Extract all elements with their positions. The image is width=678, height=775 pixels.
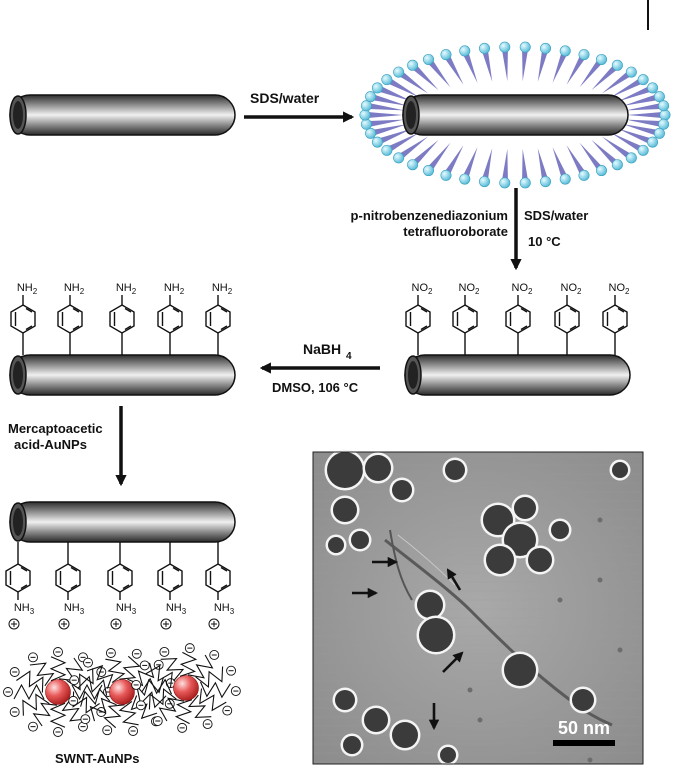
surfactant-head: [579, 170, 589, 180]
step2-reagent-line1: p-nitrobenzenediazonium: [351, 208, 508, 223]
gold-nanoparticle-layer: [4, 644, 241, 737]
surfactant-head: [612, 159, 622, 169]
surfactant-head: [423, 165, 433, 175]
step2-reagent-right2: 10 °C: [528, 234, 561, 249]
surfactant-head: [460, 174, 470, 184]
step4-reagent-line1: Mercaptoacetic: [8, 421, 103, 436]
surfactant-head: [500, 178, 510, 188]
surfactant-head: [361, 119, 371, 129]
amine-group: NH2: [212, 282, 233, 296]
step3-reagent-top: NaBH: [303, 341, 341, 357]
amine-group: NH2: [17, 282, 38, 296]
scale-bar: [553, 740, 615, 746]
nitro-group: NO2: [412, 282, 434, 296]
nitro-group: NO2: [609, 282, 631, 296]
surfactant-head: [360, 110, 370, 120]
ammonium-group: NH3: [14, 602, 35, 616]
surfactant-head: [407, 159, 417, 169]
ammonium-group: NH3: [64, 602, 85, 616]
surfactant-head: [579, 49, 589, 59]
surfactant-head: [560, 174, 570, 184]
step2-reagent-right1: SDS/water: [524, 208, 588, 223]
amine-group: NH2: [116, 282, 137, 296]
afm-micrograph: 50 nm: [313, 450, 643, 766]
amine-group: NH2: [164, 282, 185, 296]
surfactant-head: [560, 46, 570, 56]
nitro-functionalized-nanotube: NO2 NO2 NO2 NO2 NO2: [406, 282, 630, 355]
surfactant-head: [407, 60, 417, 70]
surfactant-head: [500, 42, 510, 52]
surfactant-head: [654, 128, 664, 138]
scale-bar-label: 50 nm: [558, 718, 610, 738]
amine-tube: [10, 355, 235, 395]
surfactant-head: [638, 145, 648, 155]
surfactant-head: [479, 176, 489, 186]
surfactant-head: [647, 137, 657, 147]
surfactant-head: [372, 83, 382, 93]
surfactant-head: [540, 43, 550, 53]
surfactant-head: [647, 83, 657, 93]
surfactant-head: [393, 153, 403, 163]
step3-reagent-sub: 4: [346, 351, 352, 362]
step2-reagent-line2: tetrafluoroborate: [403, 224, 508, 239]
nitro-tube: [405, 355, 630, 395]
surfactant-head: [626, 153, 636, 163]
pristine-nanotube: [10, 95, 235, 135]
surfactant-head: [612, 60, 622, 70]
gold-nanoparticle: [174, 676, 199, 701]
surfactant-head: [596, 165, 606, 175]
surfactant-head: [382, 74, 392, 84]
surfactant-tail: [365, 112, 403, 118]
amine-group: NH2: [64, 282, 85, 296]
surfactant-head: [441, 49, 451, 59]
nitro-group: NO2: [561, 282, 583, 296]
surfactant-tail: [627, 112, 665, 118]
ammonium-group: NH3: [166, 602, 187, 616]
surfactant-head: [393, 67, 403, 77]
ammonium-group: NH3: [116, 602, 137, 616]
surfactant-head: [660, 110, 670, 120]
surfactant-head: [540, 176, 550, 186]
surfactant-head: [382, 145, 392, 155]
surfactant-head: [365, 91, 375, 101]
surfactant-head: [460, 46, 470, 56]
amine-functionalized-nanotube: NH2 NH2 NH2 NH2 NH2: [11, 282, 233, 355]
ammonium-group: NH3: [214, 602, 235, 616]
surfactant-head: [638, 74, 648, 84]
step3-reagent-bottom: DMSO, 106 °C: [272, 380, 359, 395]
surfactant-head: [441, 170, 451, 180]
micelle-tube: [403, 95, 628, 135]
gold-nanoparticle: [110, 680, 135, 705]
gold-nanoparticle: [46, 680, 71, 705]
surfactant-head: [596, 54, 606, 64]
surfactant-head: [479, 43, 489, 53]
surfactant-head: [658, 101, 668, 111]
ammonium-groups: NH3 NH3 NH3 NH3 NH3: [6, 542, 235, 629]
product-tube: [10, 502, 235, 542]
surfactant-head: [372, 137, 382, 147]
nitro-group: NO2: [512, 282, 534, 296]
step4-reagent-line2: acid-AuNPs: [14, 437, 87, 452]
nitro-group: NO2: [459, 282, 481, 296]
surfactant-head: [626, 67, 636, 77]
step1-reagent: SDS/water: [250, 90, 320, 106]
surfactant-head: [520, 178, 530, 188]
surfactant-head: [520, 42, 530, 52]
surfactant-head: [423, 54, 433, 64]
product-label: SWNT-AuNPs: [55, 751, 140, 766]
